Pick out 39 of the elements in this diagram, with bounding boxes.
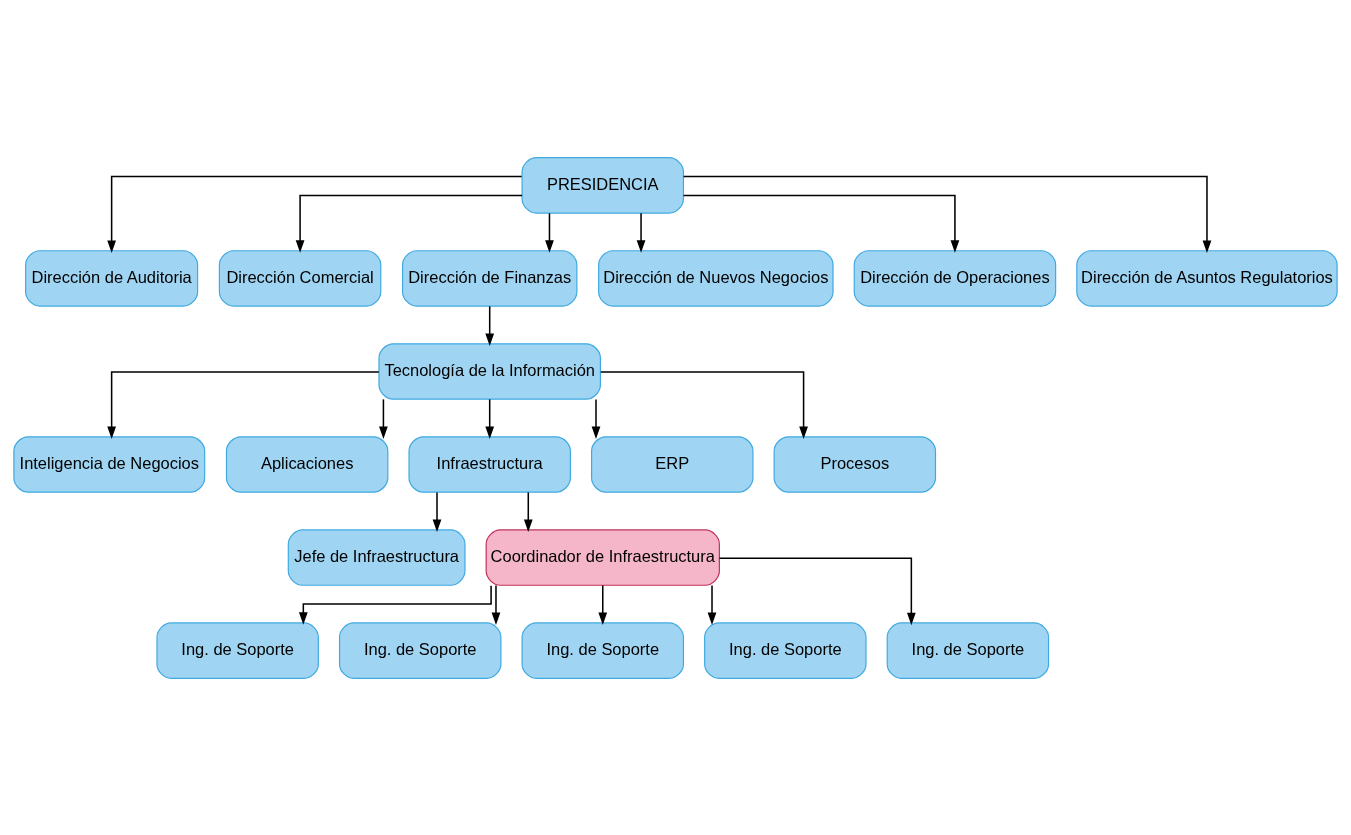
node-box: Dirección de Nuevos Negocios [598, 249, 834, 307]
node-box: Dirección de Auditoria [25, 249, 199, 307]
node-box: Jefe de Infraestructura [287, 528, 466, 586]
arrow [295, 194, 523, 253]
node-box: Ing. de Soporte [704, 621, 867, 679]
arrow [545, 212, 554, 253]
node-box: Ing. de Soporte [156, 621, 319, 679]
arrow [598, 584, 608, 625]
arrow [600, 370, 808, 439]
node-box: Inteligencia de Negocios [13, 435, 206, 493]
arrow [636, 212, 646, 253]
arrow [591, 398, 601, 439]
arrow [379, 398, 388, 439]
node-box: Ing. de Soporte [886, 621, 1050, 679]
node-box: Infraestructura [408, 435, 571, 493]
node-box: Coordinador de Infraestructura [485, 528, 720, 586]
arrow [718, 556, 916, 625]
node-box: Tecnología de la Información [378, 342, 601, 400]
arrow [485, 305, 495, 346]
node-box: Dirección de Operaciones [853, 249, 1057, 307]
node-box: Aplicaciones [225, 435, 389, 493]
arrow [485, 398, 495, 439]
node-box: Dirección de Asuntos Regulatorios [1076, 249, 1338, 307]
arrow [523, 491, 533, 532]
node-box: Ing. de Soporte [521, 621, 685, 679]
arrow [491, 584, 501, 625]
arrow [432, 491, 442, 532]
arrow [682, 175, 1212, 253]
arrow [707, 584, 717, 625]
node-box: Ing. de Soporte [338, 621, 502, 679]
node-box: Procesos [773, 435, 937, 493]
node-box: Dirección Comercial [218, 249, 382, 307]
arrow [682, 194, 960, 253]
arrow [298, 584, 492, 625]
arrow [107, 175, 523, 253]
node-box: Dirección de Finanzas [401, 249, 578, 307]
node-box: ERP [591, 435, 754, 493]
node-box: PRESIDENCIA [521, 156, 685, 214]
arrow [107, 370, 380, 439]
